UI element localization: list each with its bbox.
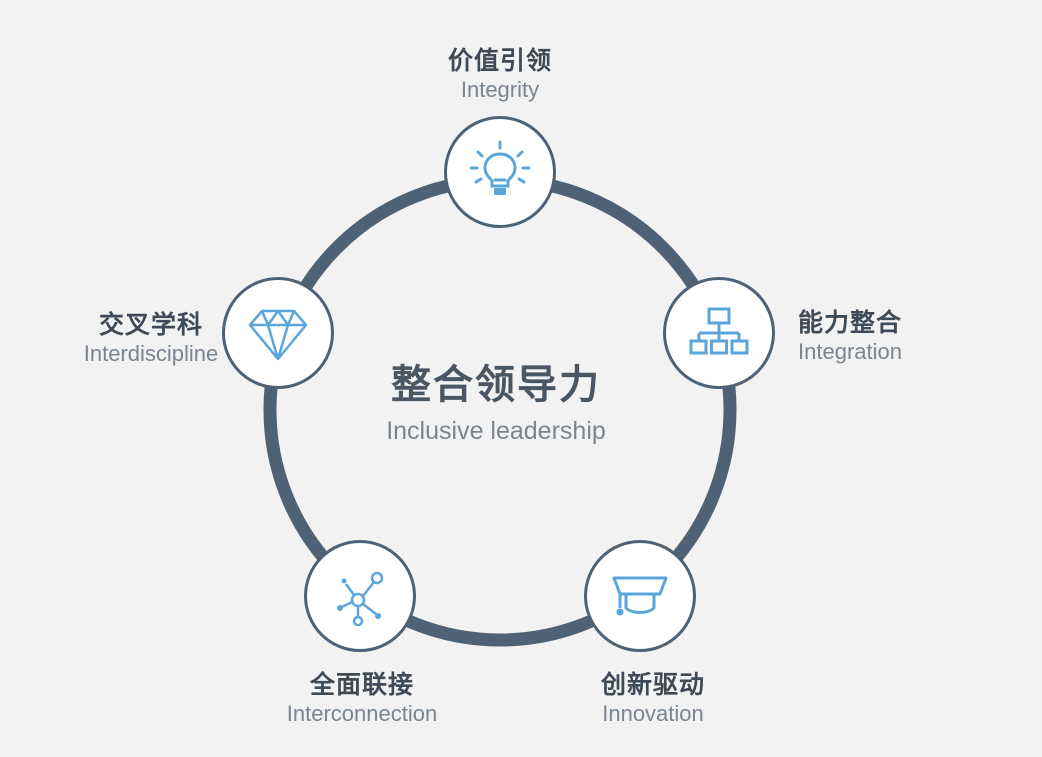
lightbulb-icon [469, 140, 531, 195]
label-interdiscipline: 交叉学科 Interdiscipline [76, 310, 226, 368]
diamond-icon [248, 309, 308, 361]
label-innovation: 创新驱动 Innovation [533, 670, 773, 728]
node-title-en: Integration [798, 339, 902, 364]
center-title-zh: 整合领导力 [391, 362, 601, 408]
network-icon [337, 571, 384, 627]
node-title-zh: 能力整合 [797, 308, 902, 337]
node-title-zh: 全面联接 [309, 670, 414, 699]
node-title-en: Innovation [602, 701, 704, 726]
node-title-en: Integrity [460, 77, 540, 102]
node-title-en: Interconnection [286, 701, 438, 726]
center-title-block: 整合领导力 Inclusive leadership [300, 360, 692, 448]
node-integration [663, 277, 775, 389]
node-interconnection [304, 540, 416, 652]
node-interdiscipline [222, 277, 334, 389]
node-title-zh: 创新驱动 [600, 670, 705, 699]
node-title-zh: 价值引领 [447, 46, 552, 75]
graduation-cap-icon [612, 576, 668, 616]
center-title-en: Inclusive leadership [386, 417, 606, 445]
node-title-zh: 交叉学科 [98, 310, 203, 339]
label-interconnection: 全面联接 Interconnection [240, 670, 484, 728]
org-chart-icon [689, 307, 749, 355]
label-integration: 能力整合 Integration [770, 308, 930, 366]
node-integrity [444, 116, 556, 228]
node-title-en: Interdiscipline [83, 341, 219, 366]
node-innovation [584, 540, 696, 652]
label-integrity: 价值引领 Integrity [380, 46, 620, 104]
